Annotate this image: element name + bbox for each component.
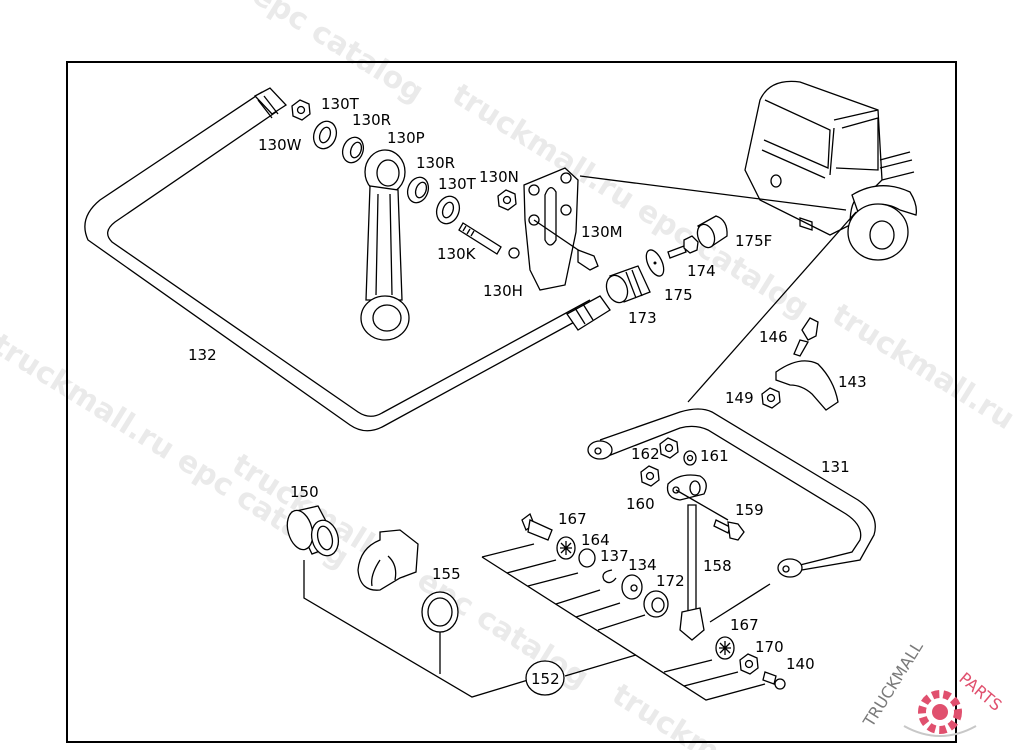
bolt-167 [521,512,553,541]
callout-circle-152 [525,660,565,696]
label-155[interactable]: 155 [432,565,461,583]
cap-175f [696,215,728,249]
washer-130t [312,120,338,150]
nut-130n [497,189,517,211]
logo-text-dark: TRUCKMALL [859,638,927,731]
bolt-159 [713,519,745,541]
clamp-143 [775,360,839,411]
bush-173 [605,265,651,304]
label-130m[interactable]: 130M [581,223,623,241]
label-130k[interactable]: 130K [437,245,477,263]
label-161[interactable]: 161 [700,447,729,465]
stabilizer-bar-132 [84,87,611,432]
stabilizer-bar-131 [587,408,876,578]
label-130r[interactable]: 130R [416,154,455,172]
label-175[interactable]: 175 [664,286,693,304]
washer-161 [683,450,697,466]
watermark-text: truckmall.ru [606,677,801,750]
nut-149 [761,387,781,409]
label-132[interactable]: 132 [188,346,217,364]
label-130p[interactable]: 130P [387,129,425,147]
label-146[interactable]: 146 [759,328,788,346]
label-149[interactable]: 149 [725,389,754,407]
label-137[interactable]: 137 [600,547,629,565]
bracket-130h [508,167,579,291]
label-174[interactable]: 174 [687,262,716,280]
label-130h[interactable]: 130H [483,282,523,300]
nut-170 [739,653,759,675]
label-130t[interactable]: 130T [321,95,360,113]
diagram-frame [66,61,957,743]
nut-162 [659,437,679,459]
leader-lines [303,175,857,701]
washer-167 [715,636,735,660]
label-134[interactable]: 134 [628,556,657,574]
washer-175 [645,249,665,277]
bolt-146 [793,317,819,357]
truck-illustration [744,80,918,261]
clip-137 [602,569,617,584]
label-130w[interactable]: 130W [258,136,302,154]
label-130r[interactable]: 130R [352,111,391,129]
bush-134 [621,574,643,600]
logo-text-accent: PARTS [955,669,1005,715]
label-152[interactable]: 152 [531,670,560,688]
label-175f[interactable]: 175F [735,232,772,250]
label-130t[interactable]: 130T [438,175,477,193]
link-rod-130p [360,149,410,341]
nut-160 [640,465,660,487]
label-162[interactable]: 162 [631,445,660,463]
label-164[interactable]: 164 [581,531,610,549]
label-167[interactable]: 167 [730,616,759,634]
label-172[interactable]: 172 [656,572,685,590]
washer-130t [435,195,461,225]
bushing-150 [286,505,340,557]
nut-130w [291,99,311,121]
bushing-130r [406,176,430,204]
bolt-140 [762,671,786,690]
label-167[interactable]: 167 [558,510,587,528]
label-143[interactable]: 143 [838,373,867,391]
bush-164 [578,548,596,568]
label-140[interactable]: 140 [786,655,815,673]
label-130n[interactable]: 130N [479,168,519,186]
label-160[interactable]: 160 [626,495,655,513]
label-158[interactable]: 158 [703,557,732,575]
label-131[interactable]: 131 [821,458,850,476]
truckmall-parts-logo: TRUCKMALL PARTS [859,638,1006,737]
bush-172 [643,590,669,618]
label-150[interactable]: 150 [290,483,319,501]
bushing-130r [341,136,365,164]
watermark-text: truckmall.ru [826,297,1021,437]
stud-130k [458,222,502,255]
retainer-155 [421,591,459,633]
clamp-bracket [357,529,419,591]
part-labels: 130W 130T 130R 130P 130R 130T 130N 130M … [188,95,867,688]
gear-icon [918,690,962,734]
washer-167 [556,536,576,560]
label-159[interactable]: 159 [735,501,764,519]
label-173[interactable]: 173 [628,309,657,327]
bolt-130m [533,219,599,271]
label-170[interactable]: 170 [755,638,784,656]
bolt-174 [667,235,699,259]
link-158 [666,474,729,641]
